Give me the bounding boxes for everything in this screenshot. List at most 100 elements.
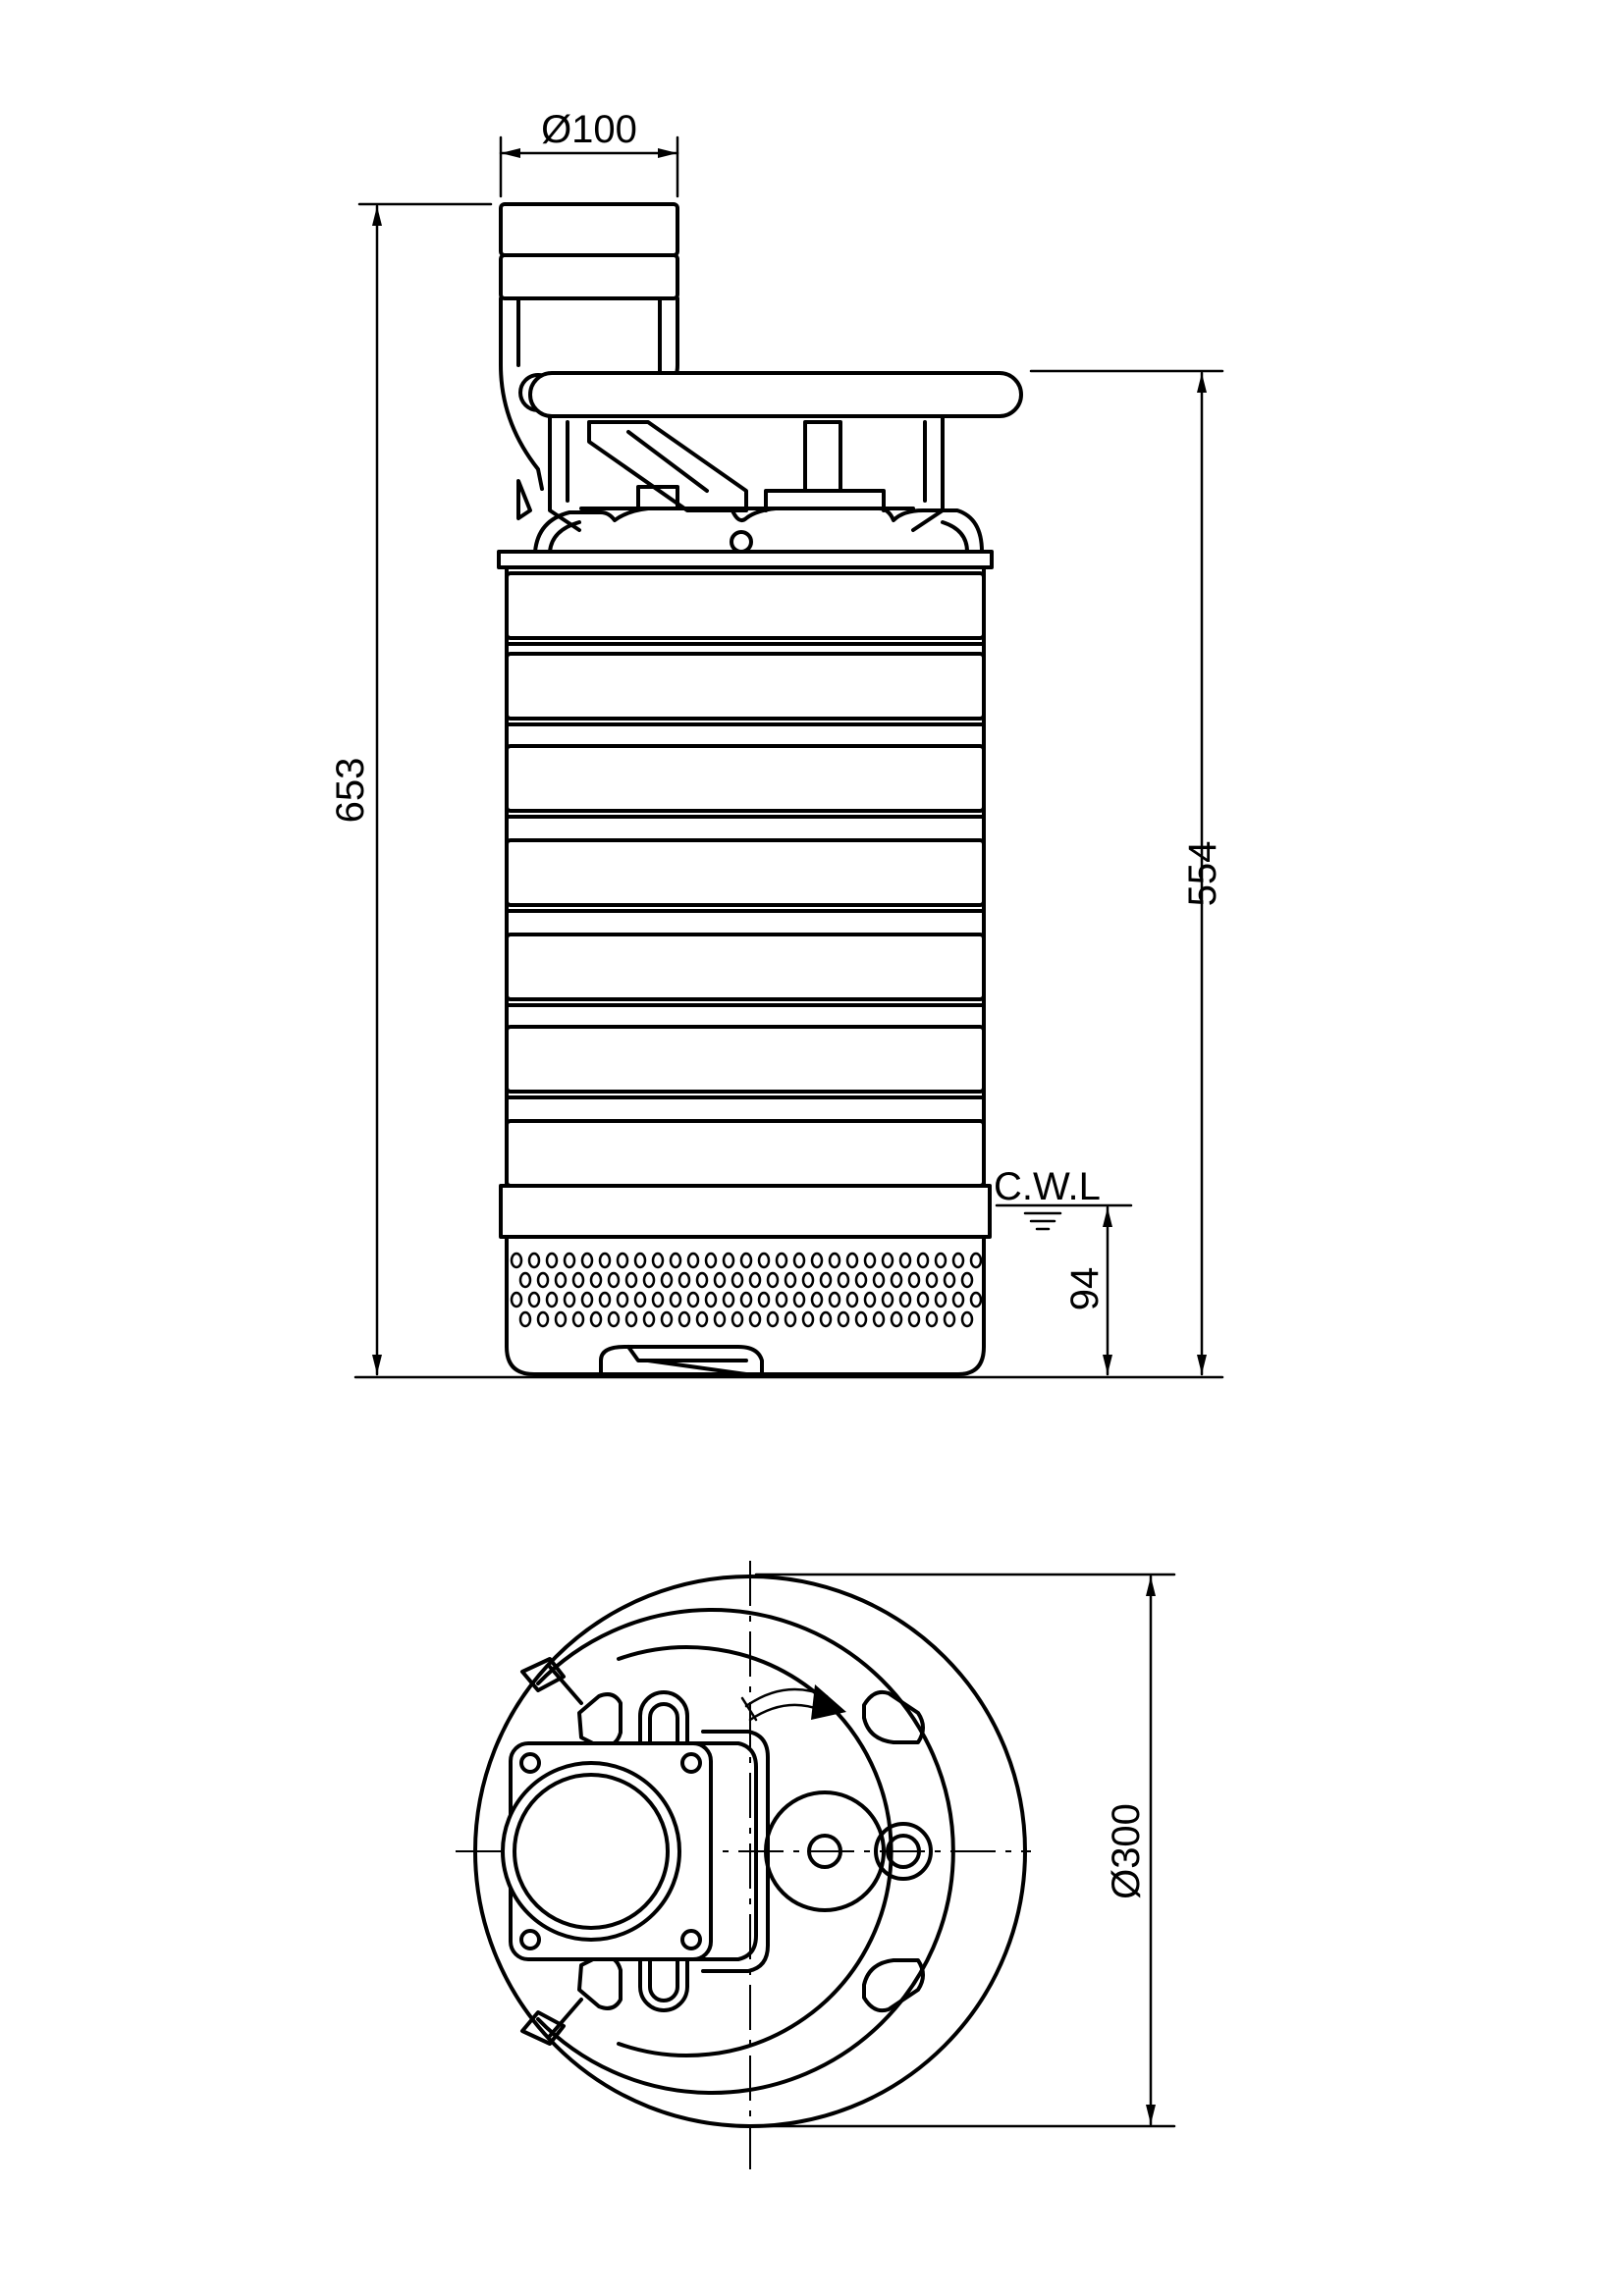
strainer-hole [792,1291,806,1308]
strainer-hole [651,1291,665,1308]
strainer-hole [624,1310,638,1328]
cwl-height-label: 94 [1063,1267,1107,1311]
strainer-hole [810,1291,824,1308]
center-hub [764,1790,933,1912]
strainer-hole [510,1252,523,1269]
strainer-hole [925,1310,939,1328]
strainer-hole [748,1271,762,1289]
dimension-outlet-diameter: Ø100 [499,108,679,198]
inner-rim-arc [536,1608,955,2095]
strainer-hole [669,1291,682,1308]
strainer-hole [642,1271,656,1289]
body-band [505,652,986,721]
strainer-hole [890,1271,903,1289]
strainer-hole [837,1310,850,1328]
strainer-hole [695,1310,709,1328]
strainer-hole [854,1271,868,1289]
strainer-hole [757,1252,771,1269]
strainer-hole [651,1252,665,1269]
handle-height-label: 554 [1181,841,1224,907]
strainer-hole [686,1291,700,1308]
strainer-hole [828,1291,841,1308]
cable-pins [520,1657,583,2046]
strainer-hole [713,1271,727,1289]
cwl-label: C.W.L [994,1165,1101,1208]
strainer-hole [616,1252,629,1269]
strainer-hole [633,1291,647,1308]
outlet-pipe [499,202,679,520]
body-band [505,1025,986,1094]
strainer-hole [784,1271,797,1289]
strainer-hole [916,1252,930,1269]
strainer-hole [563,1252,576,1269]
outer-casing-circle [473,1575,1027,2128]
strainer-hole [757,1291,771,1308]
strainer-hole [739,1291,753,1308]
strainer-hole [580,1291,594,1308]
cwl-marker: C.W.L [994,1165,1133,1231]
strainer-hole [916,1291,930,1308]
body-band [505,1119,986,1188]
strainer-hole [766,1310,780,1328]
strainer-hole [845,1291,859,1308]
strainer-hole [589,1310,603,1328]
strainer-hole [951,1291,965,1308]
dimension-handle-height: 554 [1029,369,1224,1376]
strainer-hole [766,1271,780,1289]
strainer-hole [907,1271,921,1289]
strainer-hole [722,1252,735,1269]
strainer-hole [677,1271,691,1289]
strainer-hole [642,1310,656,1328]
strainer-hole [713,1310,727,1328]
strainer-hole [801,1271,815,1289]
strainer-hole [563,1291,576,1308]
strainer-hole [554,1271,568,1289]
body-band [505,744,986,813]
strainer-hole [890,1310,903,1328]
strainer-hole [775,1291,788,1308]
strainer-hole [607,1310,621,1328]
strainer-hole [969,1291,983,1308]
strainer-hole [810,1252,824,1269]
strainer-hole [589,1271,603,1289]
strainer-hole [792,1252,806,1269]
strainer-hole [898,1252,912,1269]
dimension-overall-height: 653 [329,202,493,1376]
side-elevation-view: Ø100 653 554 C.W.L 94 [329,108,1224,1379]
strainer-hole [536,1310,550,1328]
strainer-hole [898,1291,912,1308]
strainer-hole [518,1271,532,1289]
rotation-direction-arrow [740,1684,846,1722]
body-band [505,838,986,907]
strainer-hole [881,1291,894,1308]
strainer-hole [845,1252,859,1269]
dimension-body-diameter: Ø300 [754,1573,1176,2128]
strainer-hole [943,1271,956,1289]
strainer-hole [881,1252,894,1269]
strainer-hole [854,1310,868,1328]
strainer-hole [837,1271,850,1289]
strainer-hole [872,1310,886,1328]
body-band [505,933,986,1001]
strainer-hole [633,1252,647,1269]
strainer-hole [545,1291,559,1308]
strainer-hole [669,1252,682,1269]
discharge-outlet-circle [501,1761,681,1942]
strainer-hole [536,1271,550,1289]
strainer-hole [545,1252,559,1269]
strainer-hole [624,1271,638,1289]
strainer-hole [784,1310,797,1328]
handle-slots [638,1690,689,2012]
strainer-hole [510,1291,523,1308]
discharge-flange [501,1741,713,1961]
strainer-hole [951,1252,965,1269]
strainer-hole [660,1271,674,1289]
strainer-hole [580,1252,594,1269]
strainer-hole [704,1291,718,1308]
strainer-hole [616,1291,629,1308]
strainer-hole [731,1310,744,1328]
strainer-hole [801,1310,815,1328]
strainer-hole [607,1271,621,1289]
strainer-hole [960,1271,974,1289]
